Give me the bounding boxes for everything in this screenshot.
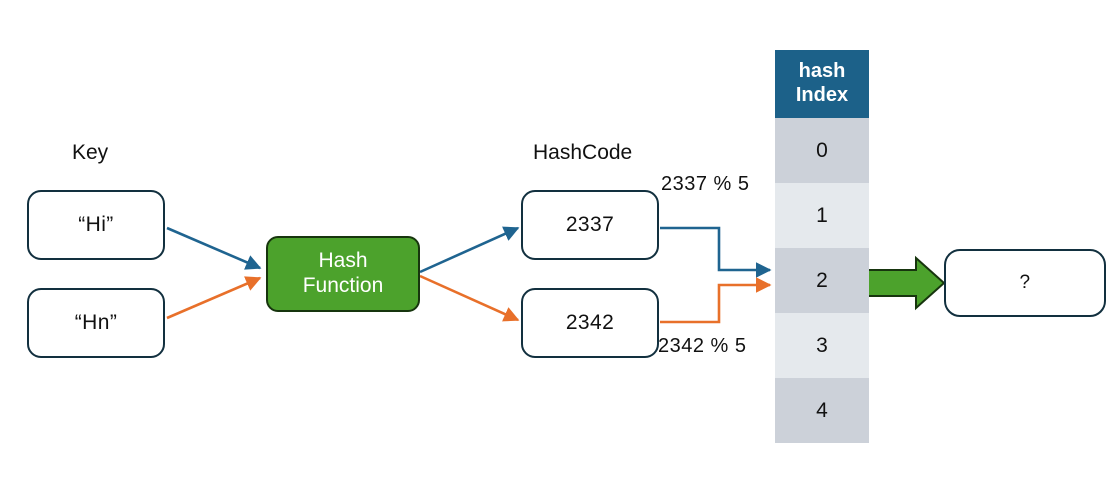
arrow-hashfn-to-2342 bbox=[419, 274, 520, 322]
key-box-hi[interactable]: “Hi” bbox=[27, 190, 165, 260]
arrow-key-hn-to-hashfn bbox=[166, 276, 262, 320]
mod-label-2337: 2337 % 5 bbox=[661, 173, 750, 195]
hash-index-row-1[interactable]: 1 bbox=[775, 183, 869, 248]
hashcode-box-2337[interactable]: 2337 bbox=[521, 190, 659, 260]
hash-index-row-4-label: 4 bbox=[816, 398, 828, 422]
hashcode-column-label: HashCode bbox=[533, 141, 633, 164]
arrow-key-hi-to-hashfn bbox=[166, 226, 262, 270]
hash-index-row-3-label: 3 bbox=[816, 333, 828, 357]
hash-function-box[interactable]: Hash Function bbox=[266, 236, 420, 312]
key-column-label: Key bbox=[72, 141, 109, 164]
arrow-2337-to-index2 bbox=[660, 226, 772, 278]
hash-function-line2: Function bbox=[302, 274, 384, 297]
arrow-hashfn-to-2337 bbox=[419, 226, 520, 274]
hash-index-header-line1: hash bbox=[798, 60, 846, 83]
hash-index-row-2[interactable]: 2 bbox=[775, 248, 869, 313]
hashcode-box-2337-label: 2337 bbox=[565, 213, 615, 236]
hash-index-row-2-label: 2 bbox=[816, 268, 828, 292]
hashcode-box-2342[interactable]: 2342 bbox=[521, 288, 659, 358]
mod-label-2342: 2342 % 5 bbox=[658, 335, 747, 357]
result-box-label: ? bbox=[1019, 272, 1031, 293]
result-box[interactable]: ? bbox=[944, 249, 1106, 317]
hash-index-row-0-label: 0 bbox=[816, 138, 828, 162]
key-box-hi-label: “Hi” bbox=[78, 213, 114, 236]
hash-index-row-1-label: 1 bbox=[816, 203, 828, 227]
hash-index-table: hash Index 0 1 2 3 4 bbox=[775, 50, 869, 443]
hash-index-row-4[interactable]: 4 bbox=[775, 378, 869, 443]
hashcode-box-2342-label: 2342 bbox=[565, 311, 615, 334]
key-box-hn[interactable]: “Hn” bbox=[27, 288, 165, 358]
hash-function-line1: Hash bbox=[318, 249, 368, 273]
arrow-2342-to-index2 bbox=[660, 277, 772, 324]
key-box-hn-label: “Hn” bbox=[74, 311, 118, 334]
hash-index-header-line2: Index bbox=[795, 84, 849, 106]
hash-index-table-header: hash Index bbox=[775, 50, 869, 118]
hash-index-row-0[interactable]: 0 bbox=[775, 118, 869, 183]
hash-index-row-3[interactable]: 3 bbox=[775, 313, 869, 378]
